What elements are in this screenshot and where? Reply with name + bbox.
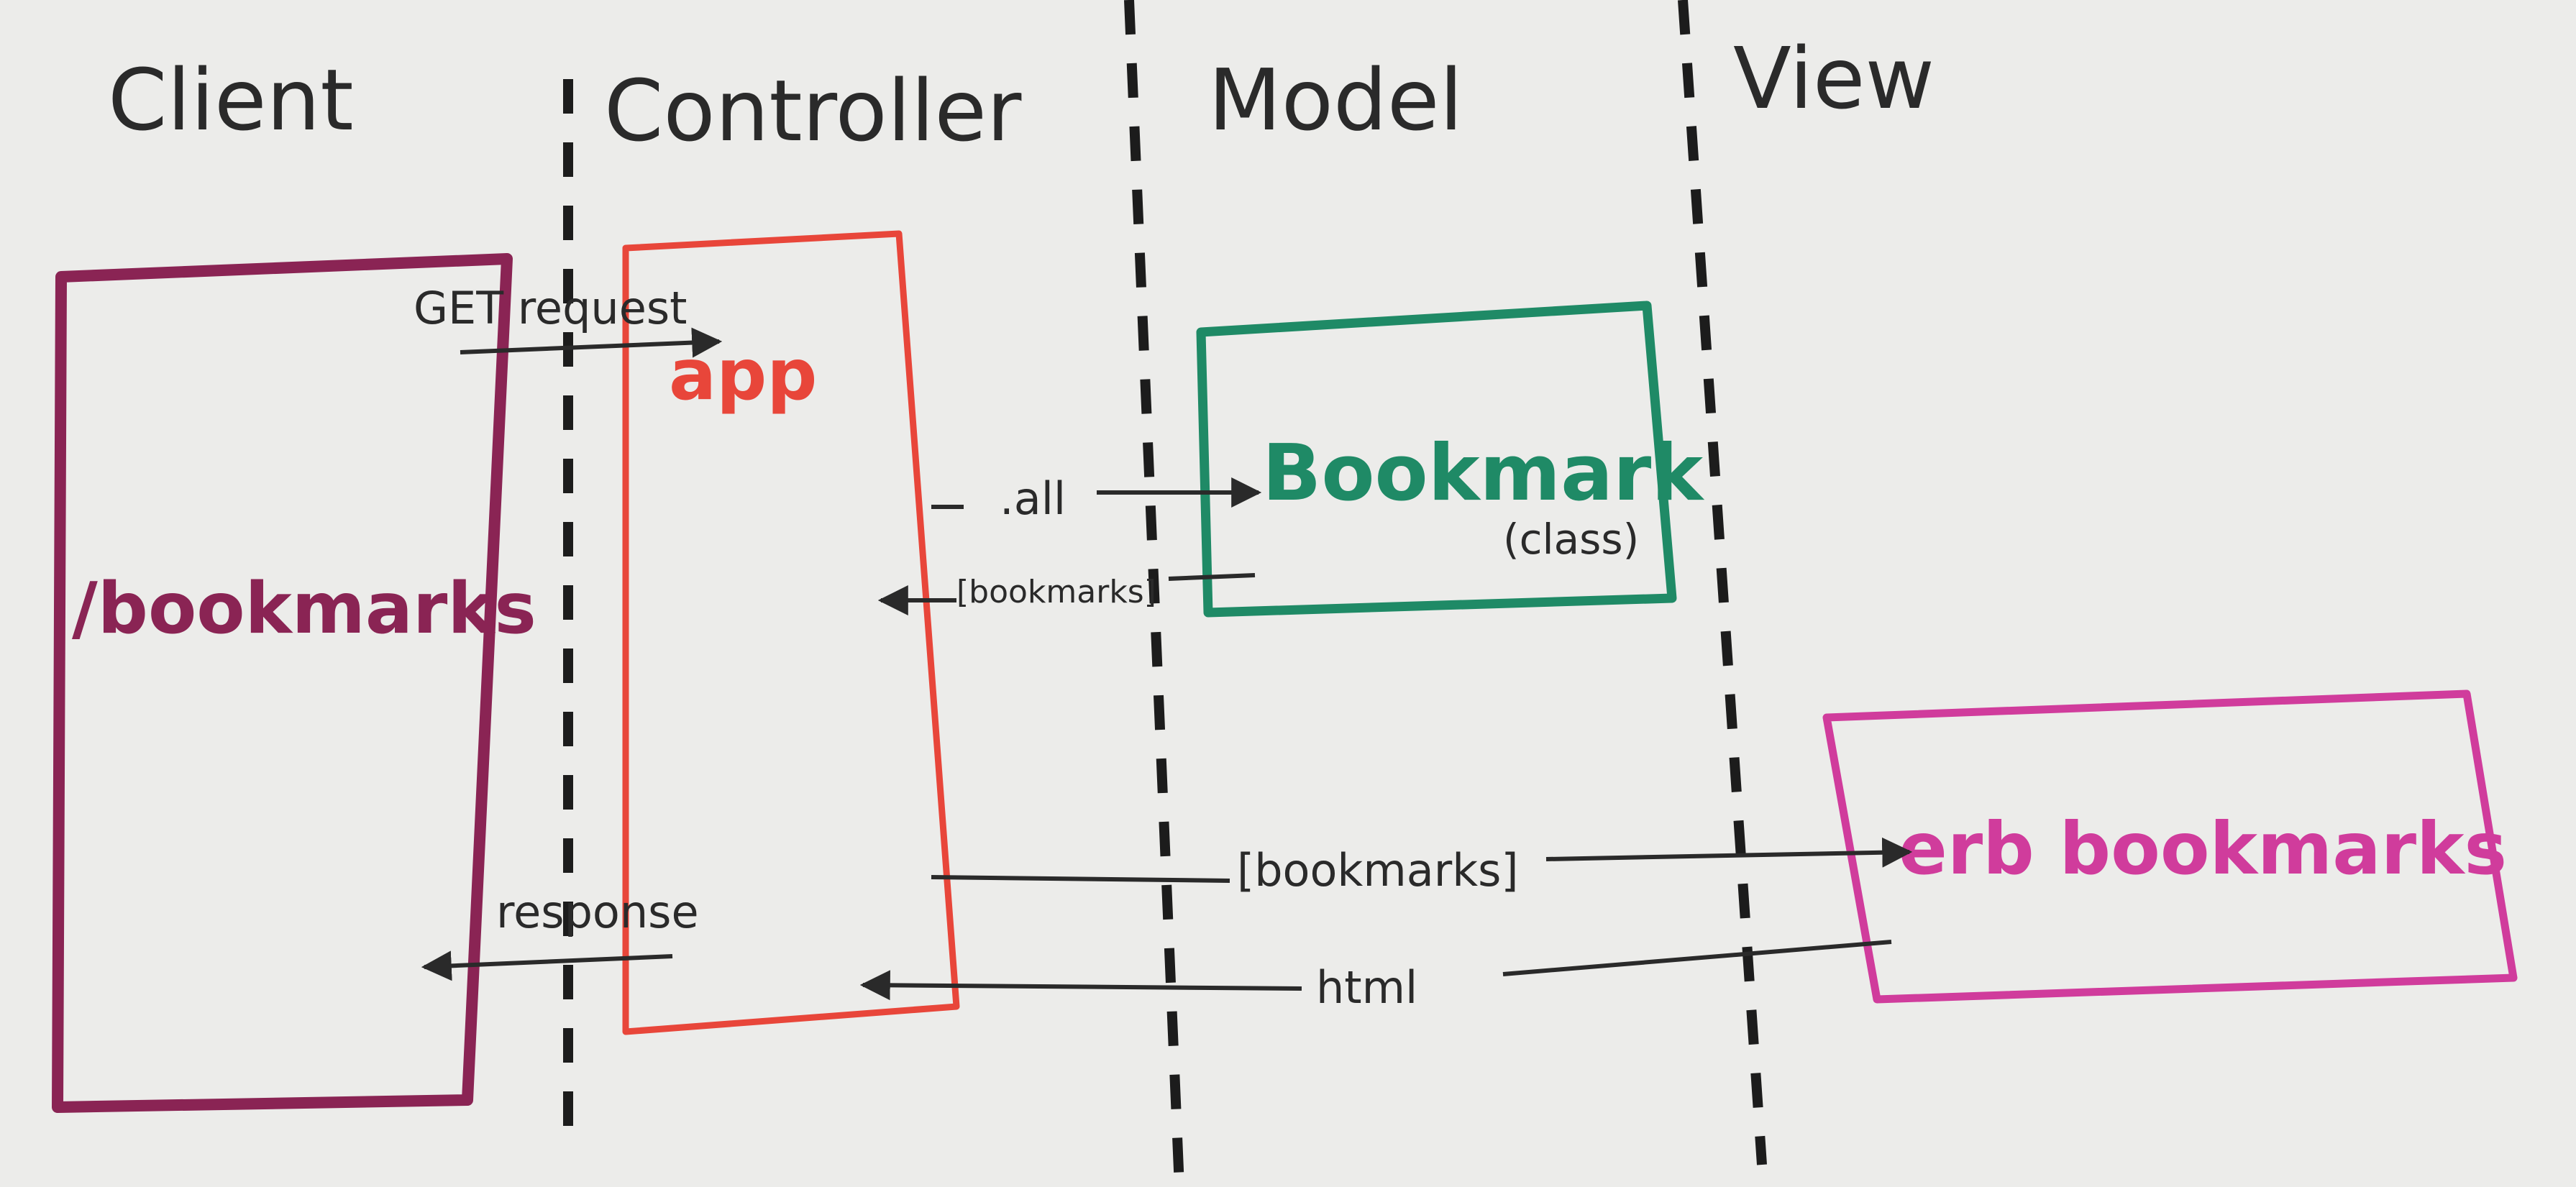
get-request-label: GET request bbox=[414, 282, 687, 334]
all-label: .all bbox=[1000, 472, 1066, 525]
controller-box-label: app bbox=[669, 334, 817, 416]
response-arrow bbox=[421, 950, 673, 981]
lane-header-model: Model bbox=[1208, 50, 1463, 150]
model-box-sublabel: (class) bbox=[1503, 515, 1639, 564]
bookmarks-to-view-arrow bbox=[1545, 837, 1913, 868]
bookmarks-to-view-tail bbox=[931, 875, 1230, 883]
view-box bbox=[1822, 689, 2518, 1004]
response-label: response bbox=[496, 886, 699, 938]
html-label: html bbox=[1316, 961, 1417, 1014]
get-request-arrow bbox=[460, 327, 723, 358]
bookmarks-return-arrow-tail bbox=[1168, 573, 1256, 581]
lane-divider-controller-model bbox=[1124, 0, 1184, 1187]
view-box-label: erb bookmarks bbox=[1899, 807, 2507, 891]
model-box bbox=[1196, 301, 1677, 618]
html-arrow-tail bbox=[1502, 940, 1892, 976]
lane-header-controller: Controller bbox=[604, 61, 1022, 160]
lane-header-client: Client bbox=[108, 50, 354, 150]
bookmarks-to-view-label: [bookmarks] bbox=[1237, 844, 1519, 897]
controller-box bbox=[622, 230, 960, 1035]
client-box-label: /bookmarks bbox=[72, 568, 536, 650]
bookmarks-return-label: [bookmarks] bbox=[956, 574, 1156, 610]
lane-divider-model-view bbox=[1678, 0, 1767, 1165]
client-box bbox=[52, 253, 513, 1113]
html-arrow bbox=[859, 970, 1302, 1001]
lane-header-view: View bbox=[1733, 29, 1935, 128]
model-box-label: Bookmark bbox=[1262, 428, 1704, 518]
